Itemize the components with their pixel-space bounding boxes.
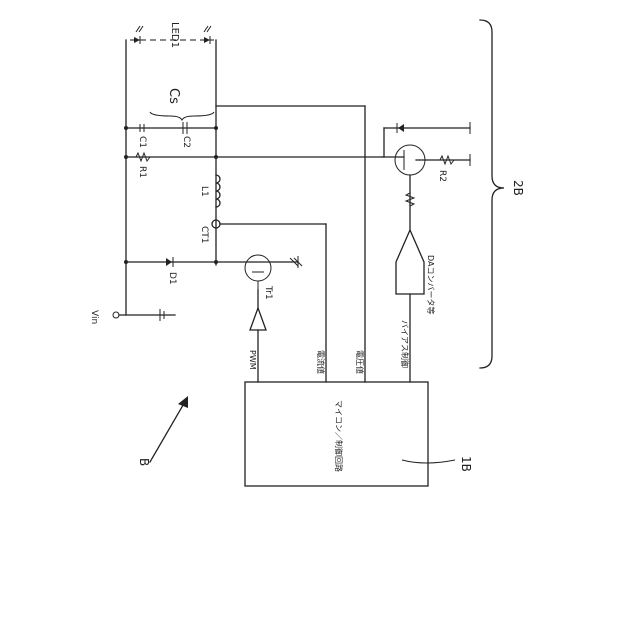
c1-label: C1: [137, 136, 147, 148]
d1-label: D1: [167, 272, 177, 285]
bias-control-label: バイアス制御: [400, 320, 410, 368]
cs-label: Cs: [166, 88, 181, 104]
ct1-label: CT1: [199, 226, 209, 244]
pwm-label: PWM: [248, 350, 257, 370]
r2-label: R2: [437, 170, 447, 182]
ref-b-label: B: [137, 458, 151, 466]
voltage-detect-label: 電圧値: [355, 350, 365, 374]
labels: LED1 Cs C1 C2 R1 L1 CT1 D1 Tr1 Vin R2 PW…: [89, 22, 525, 472]
micro-label: マイコン／制御回路: [334, 400, 344, 472]
bias-transistor: [382, 123, 470, 230]
ref-2b-label: 2B: [511, 180, 525, 196]
mosfet-tr1: [216, 255, 302, 290]
c2-label: C2: [181, 136, 191, 148]
arrow-b: [150, 400, 186, 462]
ref-1b-label: 1B: [459, 456, 473, 472]
vin-terminal: [113, 309, 175, 321]
current-transformer-ct1: [212, 220, 326, 382]
dac-label: DAコンバータ等: [426, 255, 436, 315]
cs-bracket: [150, 112, 214, 120]
led1-label: LED1: [169, 22, 180, 48]
brace-2b: [480, 20, 504, 368]
capacitor-row: [124, 122, 218, 134]
l1-label: L1: [199, 186, 209, 197]
current-detect-label: 電流値: [316, 350, 326, 374]
r1-label: R1: [137, 166, 147, 178]
vin-label: Vin: [89, 310, 99, 324]
diode-row: [124, 257, 218, 267]
r1-row: [124, 153, 382, 161]
tr1-label: Tr1: [263, 285, 273, 300]
